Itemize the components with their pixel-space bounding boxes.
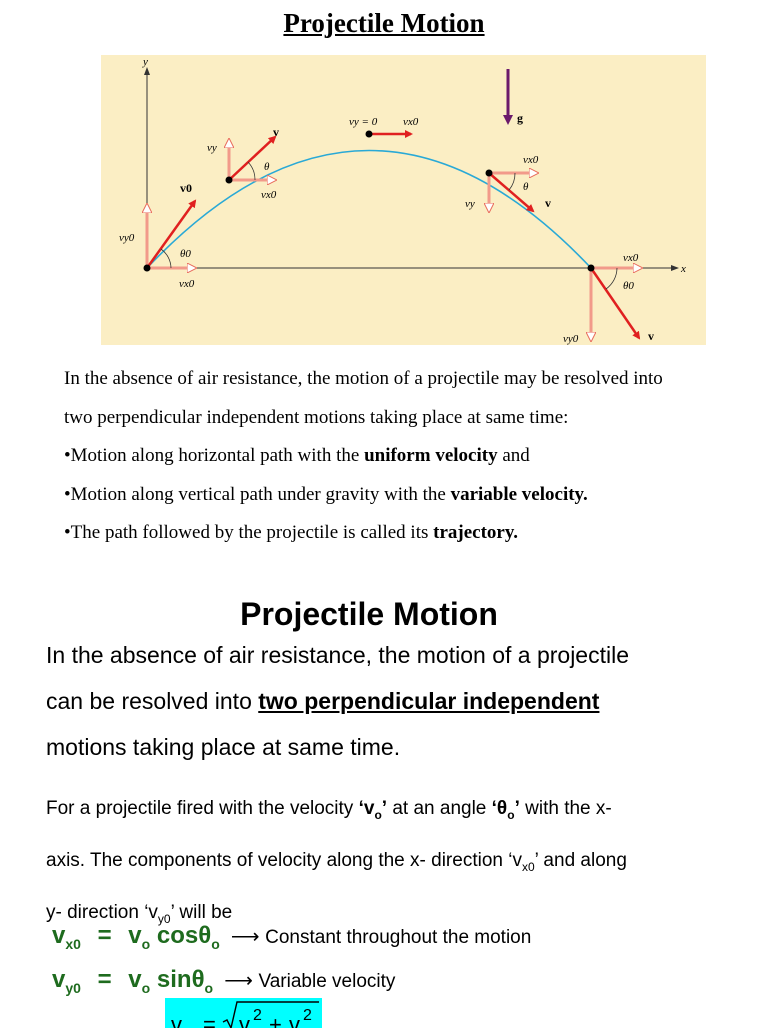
bullet-uniform-velocity: •Motion along horizontal path with the u… [64,437,754,476]
para3-theta0-symbol: ‘θo’ [491,798,520,822]
section-paragraph: In the absence of air resistance, the mo… [46,632,746,770]
eq1-note: Constant throughout the motion [265,927,532,948]
vx0-label-launch: vx0 [179,278,195,290]
theta-arc-descending [508,172,516,191]
bullet-3-text: •The path followed by the projectile is … [64,522,434,543]
rising-point [225,176,233,184]
formula-vy: v [289,1012,300,1028]
trajectory-curve [146,149,592,269]
vy0-label: vy0 [119,232,135,244]
bullet-3-bold: trajectory. [433,522,519,543]
v0-label: v0 [180,181,192,195]
x-axis-label: x [680,263,686,275]
theta0-label-launch: θ0 [180,248,191,260]
vx0-label-descending: vx0 [523,154,539,166]
equation-vx0: vx0 = vo cosθo ⟶ Constant throughout the… [52,922,531,952]
v0-arrow [145,199,197,269]
section-title: Projectile Motion [240,596,498,632]
y-axis-label: y [142,56,148,68]
para3-l1-a: For a projectile fired with the velocity [46,798,359,819]
formula-v: v [171,1012,182,1028]
formula-equals: = [203,1012,216,1028]
vy0-label-landing: vy0 [563,333,579,345]
apex-point [365,130,373,138]
eq2-note: Variable velocity [258,971,396,992]
bullet-1-text: •Motion along horizontal path with the [64,445,365,466]
para3-line-1: For a projectile fired with the velocity… [46,786,746,838]
para2-line-2-text: can be resolved into [46,688,259,714]
descending-point [485,169,493,177]
eq2-equals: = [97,966,112,993]
eq1-lhs: vx0 [52,922,81,952]
gravity-label: g [517,111,523,125]
page-title: Projectile Motion [283,8,485,38]
bullet-2-text: •Motion along vertical path under gravit… [64,483,451,505]
bullet-trajectory: •The path followed by the projectile is … [64,514,754,553]
para3-line-3: y- direction ‘vy0’ will be [46,901,233,926]
para3-v0-symbol: ‘vo’ [358,798,388,822]
vx0-label-apex: vx0 [403,116,419,128]
launch-point [143,264,151,272]
v-label-rising: v [273,125,279,139]
bullet-2-bold: variable velocity. [450,483,588,505]
v-arrow-rising [228,135,277,181]
para2-line-2: can be resolved into two perpendicular i… [46,678,746,724]
right-arrow-icon: ⟶ [230,926,260,948]
eq1-rhs: vo cosθo [128,922,220,952]
velocity-magnitude-formula: v = v 2 + v 2 [165,998,322,1028]
theta0-label-landing: θ0 [623,280,634,292]
theta0-arc-landing [605,267,618,290]
vy-label-descending: vy [465,198,475,210]
para2-line-3: motions taking place at same time. [46,734,401,760]
v-label-landing: v [648,329,654,343]
formula-plus: + [269,1012,282,1028]
eq2-rhs: vo sinθo [128,966,214,996]
equation-vy0: vy0 = vo sinθo ⟶ Variable velocity [52,966,395,996]
vy-zero-label: vy = 0 [349,116,378,128]
theta-arc-rising [247,161,256,181]
theta-label-descending: θ [523,181,529,193]
landing-point [587,264,595,272]
vy-label-rising: vy [207,142,217,154]
bullet-1-tail: and [497,445,530,466]
formula-vy-sup: 2 [303,1007,312,1024]
theta0-arc [160,248,172,269]
intro-paragraph: In the absence of air resistance, the mo… [64,360,754,553]
para3-l1-e: with the x- [519,798,612,819]
formula-vx: v [239,1012,250,1028]
para1-line-1: In the absence of air resistance, the mo… [64,368,663,389]
eq1-equals: = [97,922,112,949]
v-arrow-landing [589,267,641,340]
para1-line-2: two perpendicular independent motions ta… [64,406,569,428]
para2-line-1: In the absence of air resistance, the mo… [46,642,629,668]
vx0-label-rising: vx0 [261,189,277,201]
v-arrow-descending [488,172,535,213]
theta-label-rising: θ [264,161,270,173]
bullet-variable-velocity: •Motion along vertical path under gravit… [64,476,754,515]
right-arrow-icon: ⟶ [224,970,253,992]
para2-underlined-phrase: two perpendicular independent [258,688,600,714]
para3-line-2: axis. The components of velocity along t… [46,849,627,874]
eq2-lhs: vy0 [52,966,81,996]
para3-l1-c: at an angle [387,798,492,819]
bullet-1-bold: uniform velocity [364,445,498,466]
components-paragraph: For a projectile fired with the velocity… [46,786,746,941]
vx0-label-landing: vx0 [623,252,639,264]
projectile-diagram-svg: y x g vy0 θ0 vx0 v0 vy v θ vx0 vy = 0 vx… [119,56,686,345]
v-label-descending: v [545,196,551,210]
projectile-diagram: y x g vy0 θ0 vx0 v0 vy v θ vx0 vy = 0 vx… [101,55,706,345]
formula-vx-sup: 2 [253,1007,262,1024]
